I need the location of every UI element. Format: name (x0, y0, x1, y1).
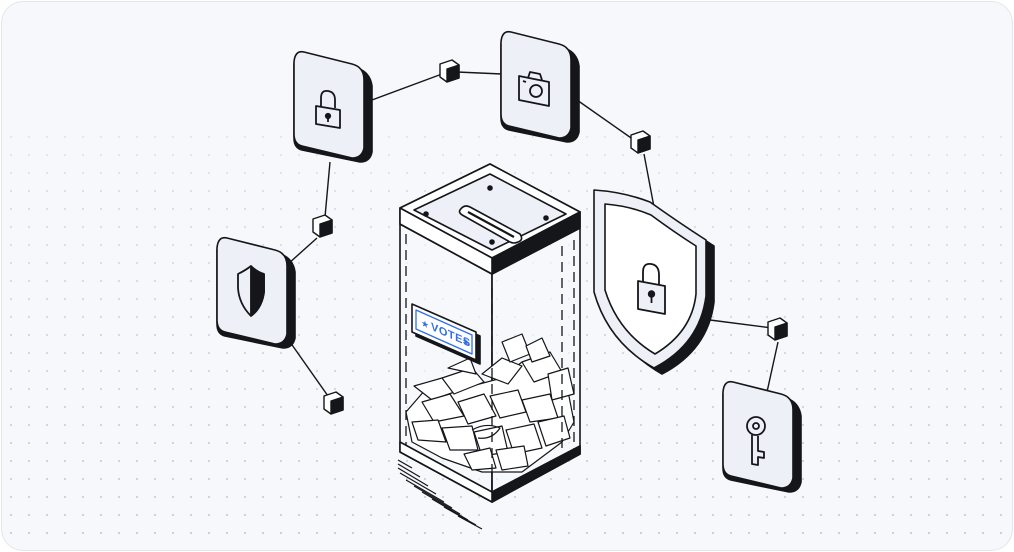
node-4 (323, 391, 344, 415)
glass-edges (405, 234, 575, 494)
shield-icon (237, 265, 265, 317)
node-2 (630, 130, 651, 154)
ballot-slot (458, 205, 523, 244)
big-shield (593, 189, 715, 375)
connector-nodes (312, 59, 788, 415)
ballot-box (397, 163, 581, 530)
key-icon (746, 416, 766, 466)
svg-text:★: ★ (421, 317, 429, 331)
padlock-tile (293, 50, 373, 163)
node-5 (767, 317, 788, 341)
node-1 (439, 59, 460, 83)
shield-tile (216, 236, 296, 349)
votes-label: ★ VOTES ★ (411, 303, 481, 365)
ballots (405, 333, 575, 473)
node-3 (312, 214, 333, 238)
ballot-box-base-hatch (397, 459, 483, 530)
shield-padlock-icon (637, 263, 666, 315)
padlock-icon (315, 89, 341, 129)
svg-text:★: ★ (462, 335, 470, 349)
camera-icon (518, 71, 550, 107)
camera-tile (500, 30, 580, 143)
key-tile (722, 380, 802, 493)
connector-lines (287, 71, 779, 397)
